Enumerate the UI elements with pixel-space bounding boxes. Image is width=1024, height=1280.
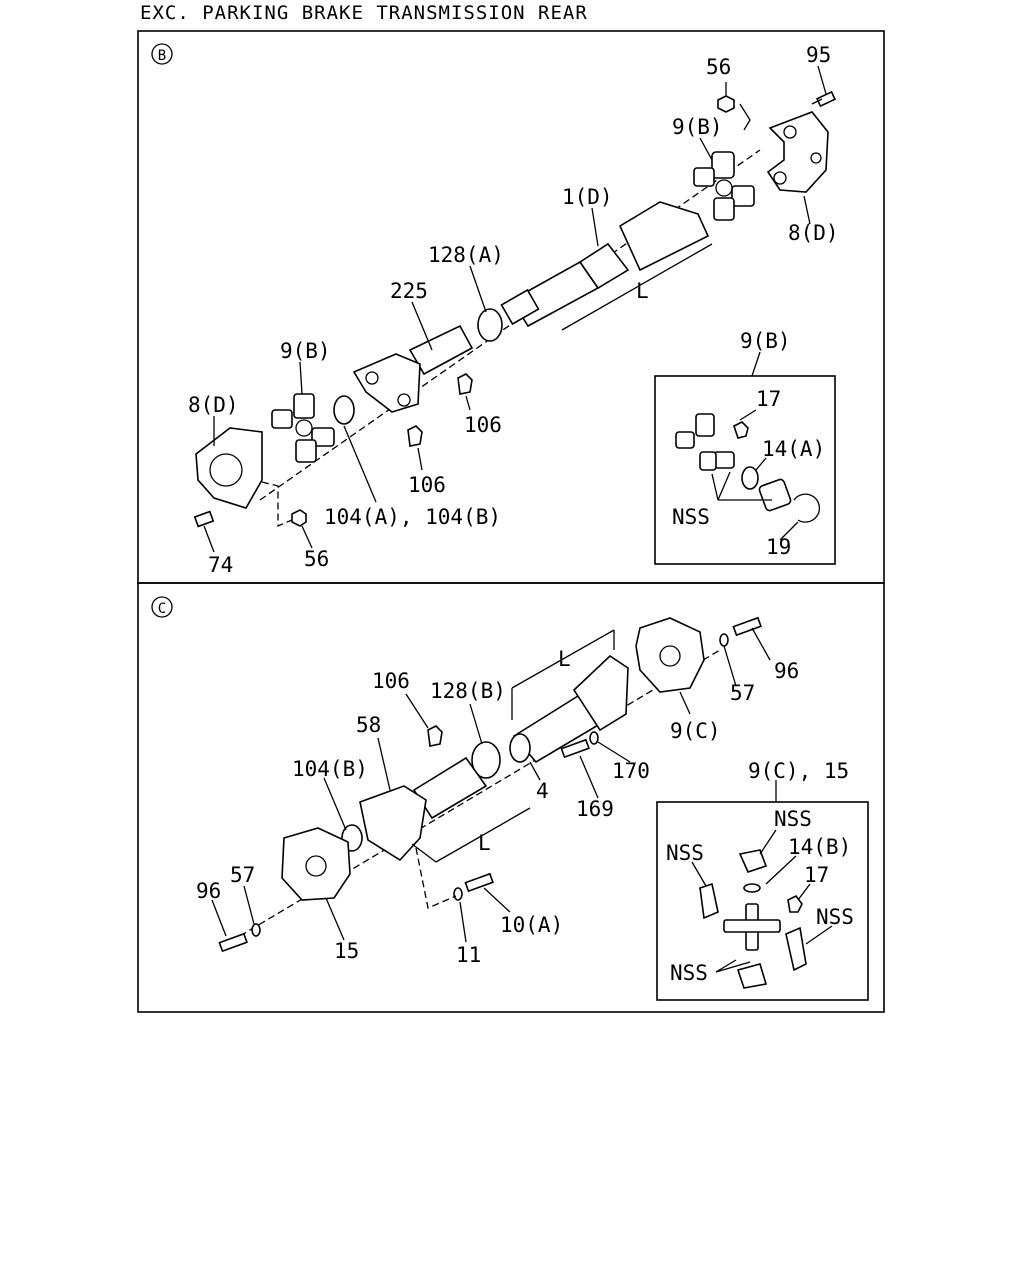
grease-nipple-106-b [407,425,423,447]
slip-yoke-225 [352,324,474,413]
label-56-bottom: 56 [304,547,329,571]
label-96-right: 96 [774,659,799,683]
inset-9c-label-14b: 14(B) [788,835,851,859]
label-225: 225 [390,279,428,303]
dimension-l-b [561,243,713,331]
label-58: 58 [356,713,381,737]
inset-9c-title: 9(C), 15 [748,759,849,783]
inset-9b-label-19: 19 [766,535,791,559]
label-106-a: 106 [464,413,502,437]
panel-c-marker: C [158,601,166,617]
inset-9b-label-17: 17 [756,387,781,411]
label-128a: 128(A) [428,243,504,267]
inset-9b: 9(B) 17 14(A) NSS 19 [654,329,836,565]
grease-nipple-106-c [427,725,443,747]
inset-9b-label-14a: 14(A) [762,437,825,461]
seal-ring-128a [477,308,503,342]
grease-nipple-106-a [457,373,473,395]
inset-9b-label-nss: NSS [672,505,710,529]
dimension-l-c-bottom [411,807,531,863]
label-4: 4 [536,779,549,803]
label-128b: 128(B) [430,679,506,703]
washer-170 [589,731,599,745]
inset-9c-15: 9(C), 15 NSS 14(B) NSS 17 NSS NSS [656,759,869,1001]
label-95: 95 [806,43,831,67]
flange-9c [635,617,705,693]
label-57-left: 57 [230,863,255,887]
bolt-169 [560,738,590,759]
flange-15 [281,827,351,901]
bolt-10a [464,872,494,893]
page-header: EXC. PARKING BRAKE TRANSMISSION REAR [140,2,588,24]
label-9b-top: 9(B) [672,115,723,139]
label-10a: 10(A) [500,913,563,937]
panel-c: C [151,596,869,1001]
propeller-shaft-4 [509,654,629,764]
inset-9c-label-nss-right: NSS [816,905,854,929]
label-74: 74 [208,553,233,577]
label-l: L [636,279,649,303]
label-96-left: 96 [196,879,221,903]
panel-b-marker-circle [151,43,173,65]
nut-56-bottom [291,509,307,527]
bolt-95 [811,90,837,108]
bearing-104 [333,395,355,425]
bolt-96-right [732,616,762,637]
bolt-74 [193,510,215,528]
washer-57-left [251,923,261,937]
label-l-top: L [558,647,571,671]
inset-9c-label-nss-top: NSS [774,807,812,831]
label-56-top: 56 [706,55,731,79]
label-15: 15 [334,939,359,963]
inset-9c-label-nss-left: NSS [666,841,704,865]
label-170: 170 [612,759,650,783]
panel-c-marker-circle [151,596,173,618]
label-11: 11 [456,943,481,967]
label-8d-left: 8(D) [188,393,239,417]
universal-joint-cross-9b-top [693,151,755,221]
panel-b: B [151,43,839,577]
slip-yoke-58 [359,756,488,862]
flange-yoke-8d-right [766,111,829,193]
dimension-l-c-top [511,629,615,720]
label-8d-right: 8(D) [788,221,839,245]
washer-11 [453,887,463,901]
label-106: 106 [372,669,410,693]
bolt-96-left [218,932,248,953]
label-9c: 9(C) [670,719,721,743]
label-9b-left: 9(B) [280,339,331,363]
nut-56-top [717,95,735,113]
inset-9c-label-nss-bottom: NSS [670,961,708,985]
panel-c-frame [137,582,885,1013]
inset-9b-title: 9(B) [740,329,791,353]
seal-ring-128b [471,741,501,779]
flange-yoke-8d-left [195,427,263,509]
universal-joint-cross-9b-left [271,393,335,463]
label-57-right: 57 [730,681,755,705]
propeller-shaft-1d [500,201,710,328]
label-l-bottom: L [478,831,491,855]
label-169: 169 [576,797,614,821]
washer-57-right [719,633,729,647]
panel-b-marker: B [158,48,166,64]
label-104ab: 104(A), 104(B) [324,505,501,529]
inset-9c-label-17: 17 [804,863,829,887]
label-1d: 1(D) [562,185,613,209]
label-104b: 104(B) [292,757,368,781]
label-106-b: 106 [408,473,446,497]
